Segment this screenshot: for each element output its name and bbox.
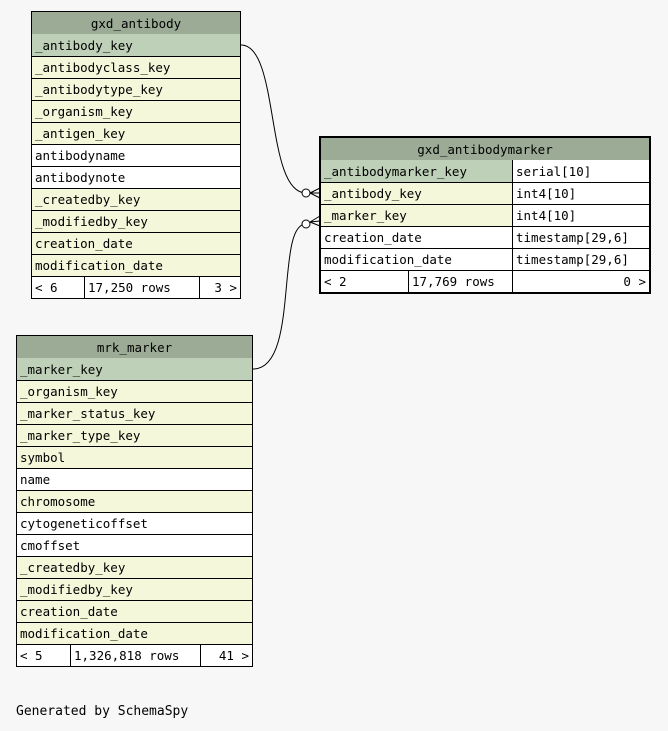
column-name: _antibody_key — [321, 183, 513, 204]
column-name: _marker_key — [17, 358, 252, 380]
parents-count[interactable]: < 5 — [17, 645, 71, 666]
table-row[interactable]: name — [17, 468, 252, 490]
column-name: _createdby_key — [32, 189, 240, 210]
column-name: _marker_type_key — [17, 425, 252, 446]
column-name: creation_date — [321, 227, 513, 248]
column-name: creation_date — [17, 601, 252, 622]
column-name: antibodyname — [32, 145, 240, 166]
table-row[interactable]: _createdby_key — [32, 188, 240, 210]
parents-count[interactable]: < 6 — [32, 277, 85, 298]
table-row[interactable]: _antibodytype_key — [32, 78, 240, 100]
column-name: cmoffset — [17, 535, 252, 556]
table-title[interactable]: mrk_marker — [17, 336, 252, 358]
table-row[interactable]: chromosome — [17, 490, 252, 512]
children-count[interactable]: 41 > — [201, 645, 252, 666]
table-row[interactable]: _modifiedby_key — [17, 578, 252, 600]
row-count: 17,250 rows — [85, 277, 200, 298]
table-row[interactable]: _organism_key — [32, 100, 240, 122]
column-name: _antibody_key — [32, 34, 240, 56]
link-marker-optional-marker — [301, 219, 311, 229]
column-name: antibodynote — [32, 167, 240, 188]
link-antibody-optional-marker — [301, 188, 311, 198]
table-row[interactable]: _marker_status_key — [17, 402, 252, 424]
column-name: _marker_status_key — [17, 403, 252, 424]
column-name: modification_date — [32, 255, 240, 276]
table-row[interactable]: modification_date — [32, 254, 240, 276]
table-row[interactable]: antibodynote — [32, 166, 240, 188]
link-marker-crowsfoot — [309, 215, 321, 227]
column-name: chromosome — [17, 491, 252, 512]
table-row[interactable]: _antibody_key — [32, 34, 240, 56]
column-name: _createdby_key — [17, 557, 252, 578]
table-row[interactable]: _marker_key — [17, 358, 252, 380]
table-gxd-antibody[interactable]: gxd_antibody _antibody_key_antibodyclass… — [31, 11, 241, 299]
link-antibody-crowsfoot — [309, 187, 321, 199]
row-count: 17,769 rows — [409, 271, 513, 292]
column-type: serial[10] — [513, 160, 649, 182]
column-name: cytogeneticoffset — [17, 513, 252, 534]
link-marker — [252, 223, 307, 370]
column-name: creation_date — [32, 233, 240, 254]
column-type: timestamp[29,6] — [513, 249, 649, 270]
link-antibody — [240, 44, 307, 194]
parents-count[interactable]: < 2 — [321, 271, 409, 292]
column-name: _organism_key — [17, 381, 252, 402]
column-name: name — [17, 469, 252, 490]
table-row[interactable]: _modifiedby_key — [32, 210, 240, 232]
column-name: modification_date — [17, 623, 252, 644]
column-name: _antibodytype_key — [32, 79, 240, 100]
table-row[interactable]: cmoffset — [17, 534, 252, 556]
generated-by-note: Generated by SchemaSpy — [16, 704, 189, 719]
table-row[interactable]: antibodyname — [32, 144, 240, 166]
table-row[interactable]: modification_date — [17, 622, 252, 644]
table-row[interactable]: _organism_key — [17, 380, 252, 402]
column-name: _antibodyclass_key — [32, 57, 240, 78]
table-row[interactable]: symbol — [17, 446, 252, 468]
column-type: int4[10] — [513, 183, 649, 204]
column-name: symbol — [17, 447, 252, 468]
column-name: _marker_key — [321, 205, 513, 226]
table-title[interactable]: gxd_antibodymarker — [321, 138, 649, 160]
table-row[interactable]: _marker_type_key — [17, 424, 252, 446]
table-row[interactable]: _antibodyclass_key — [32, 56, 240, 78]
column-type: int4[10] — [513, 205, 649, 226]
column-name: _organism_key — [32, 101, 240, 122]
column-name: _antigen_key — [32, 123, 240, 144]
column-name: _modifiedby_key — [32, 211, 240, 232]
table-row[interactable]: cytogeneticoffset — [17, 512, 252, 534]
column-name: _antibodymarker_key — [321, 160, 513, 182]
column-name: modification_date — [321, 249, 513, 270]
table-row[interactable]: creation_date — [17, 600, 252, 622]
column-type: timestamp[29,6] — [513, 227, 649, 248]
children-count[interactable]: 0 > — [513, 271, 649, 292]
table-row[interactable]: creation_date — [32, 232, 240, 254]
table-row[interactable]: _createdby_key — [17, 556, 252, 578]
table-mrk-marker[interactable]: mrk_marker _marker_key_organism_key_mark… — [16, 335, 253, 667]
row-count: 1,326,818 rows — [71, 645, 201, 666]
column-name: _modifiedby_key — [17, 579, 252, 600]
table-row[interactable]: _antigen_key — [32, 122, 240, 144]
children-count[interactable]: 3 > — [200, 277, 240, 298]
table-title[interactable]: gxd_antibody — [32, 12, 240, 34]
